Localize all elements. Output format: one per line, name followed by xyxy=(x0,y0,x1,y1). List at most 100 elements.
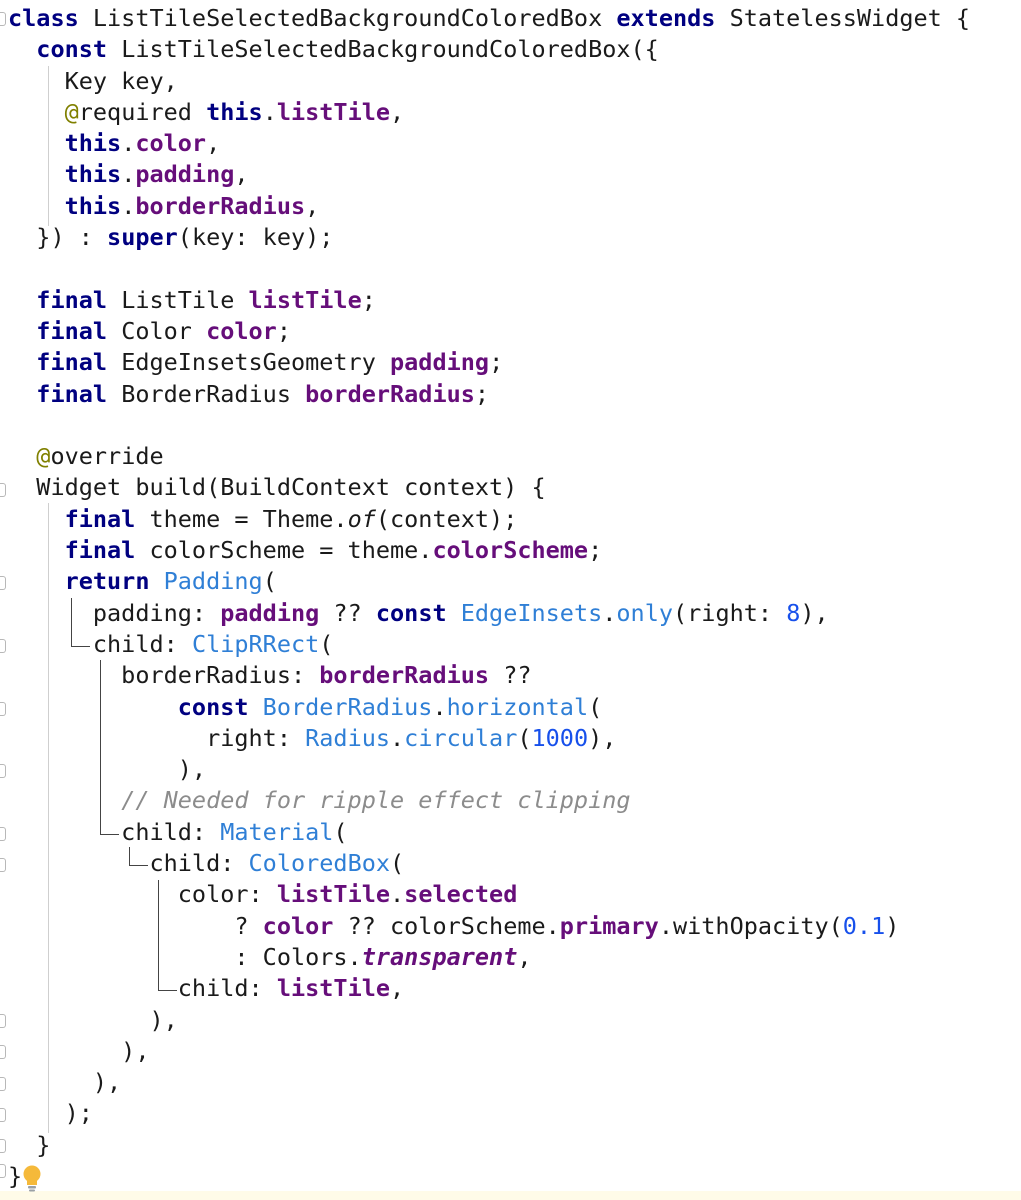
fold-marker[interactable] xyxy=(0,827,6,841)
fold-marker[interactable] xyxy=(0,858,6,872)
code-line[interactable]: final theme = Theme.of(context); xyxy=(8,504,970,535)
code-line[interactable]: final BorderRadius borderRadius; xyxy=(8,379,970,410)
fold-marker[interactable] xyxy=(0,1014,6,1028)
code-line[interactable]: child: Material( xyxy=(8,817,970,848)
fold-marker[interactable] xyxy=(0,639,6,653)
code-token: : Colors. xyxy=(8,942,362,971)
code-line[interactable]: child: listTile, xyxy=(8,973,970,1004)
code-line[interactable] xyxy=(8,410,970,441)
code-line[interactable]: final ListTile listTile; xyxy=(8,285,970,316)
code-token xyxy=(8,98,65,126)
code-token: Widget build(BuildContext context) { xyxy=(8,473,546,502)
code-line[interactable]: : Colors.transparent, xyxy=(8,942,970,973)
code-token xyxy=(8,693,178,721)
code-text[interactable]: class ListTileSelectedBackgroundColoredB… xyxy=(8,3,970,1192)
fold-marker[interactable] xyxy=(0,483,6,497)
code-token: . xyxy=(432,692,447,721)
code-line[interactable]: this.color, xyxy=(8,128,970,159)
code-line[interactable]: @required this.listTile, xyxy=(8,97,970,128)
fold-marker[interactable] xyxy=(0,1045,6,1059)
code-line[interactable]: // Needed for ripple effect clipping xyxy=(8,785,970,816)
code-line[interactable]: borderRadius: borderRadius ?? xyxy=(8,660,970,691)
code-token: BorderRadius xyxy=(262,692,433,721)
code-line[interactable]: this.borderRadius, xyxy=(8,191,970,222)
code-line[interactable]: ), xyxy=(8,754,970,785)
code-line[interactable]: padding: padding ?? const EdgeInsets.onl… xyxy=(8,598,970,629)
code-token: ( xyxy=(333,817,348,846)
fold-marker[interactable] xyxy=(0,1139,6,1153)
code-line[interactable]: ), xyxy=(8,1067,970,1098)
code-line[interactable]: const ListTileSelectedBackgroundColoredB… xyxy=(8,34,970,65)
code-token xyxy=(8,35,36,63)
code-token xyxy=(8,129,65,157)
code-line[interactable]: child: ColoredBox( xyxy=(8,848,970,879)
code-line[interactable]: right: Radius.circular(1000), xyxy=(8,723,970,754)
code-line[interactable]: ), xyxy=(8,1036,970,1067)
code-token: EdgeInsets xyxy=(460,598,603,627)
fold-marker[interactable] xyxy=(0,764,6,778)
code-line[interactable]: child: ClipRRect( xyxy=(8,629,970,660)
code-token: borderRadius xyxy=(135,191,306,220)
code-token xyxy=(8,192,65,220)
code-token: listTile xyxy=(248,285,362,314)
code-line[interactable]: }) : super(key: key); xyxy=(8,222,970,253)
code-line[interactable]: @override xyxy=(8,441,970,472)
fold-marker[interactable] xyxy=(0,1108,6,1122)
fold-marker[interactable] xyxy=(0,12,6,26)
code-line[interactable] xyxy=(8,253,970,284)
code-token: 8 xyxy=(786,598,801,627)
code-token: . xyxy=(390,880,405,909)
code-token: . xyxy=(121,129,136,158)
code-token: required xyxy=(78,97,207,126)
code-token: this xyxy=(64,191,122,220)
fold-marker[interactable] xyxy=(0,1164,6,1178)
code-token: theme = Theme. xyxy=(149,504,348,533)
code-token: } xyxy=(8,1130,51,1159)
code-line[interactable]: } xyxy=(8,1161,970,1192)
code-line[interactable]: final EdgeInsetsGeometry padding; xyxy=(8,347,970,378)
code-token: , xyxy=(305,191,320,220)
code-token: ) xyxy=(885,911,900,940)
code-token: this xyxy=(64,129,122,158)
code-line[interactable]: ? color ?? colorScheme.primary.withOpaci… xyxy=(8,911,970,942)
lightbulb-icon[interactable] xyxy=(22,1164,42,1194)
code-token: const xyxy=(36,35,122,64)
code-token: primary xyxy=(559,911,659,940)
fold-marker[interactable] xyxy=(0,1077,6,1091)
code-line[interactable]: final colorScheme = theme.colorScheme; xyxy=(8,535,970,566)
code-token: StatelessWidget { xyxy=(729,4,971,32)
code-line[interactable]: color: listTile.selected xyxy=(8,879,970,910)
code-token: ListTileSelectedBackgroundColoredBox({ xyxy=(121,35,659,64)
code-line[interactable]: class ListTileSelectedBackgroundColoredB… xyxy=(8,3,970,34)
code-token: padding xyxy=(390,348,490,377)
code-line[interactable]: const BorderRadius.horizontal( xyxy=(8,692,970,723)
code-token: final xyxy=(36,348,122,377)
code-line[interactable]: final Color color; xyxy=(8,316,970,347)
code-token: final xyxy=(36,285,122,314)
fold-marker[interactable] xyxy=(0,702,6,716)
code-token xyxy=(8,505,65,533)
code-token: class xyxy=(8,4,93,32)
code-token: borderRadius xyxy=(319,661,504,690)
code-line[interactable]: this.padding, xyxy=(8,159,970,190)
code-token: @ xyxy=(36,442,51,471)
code-token: super xyxy=(107,223,178,252)
fold-marker[interactable] xyxy=(0,576,6,590)
code-line[interactable]: ); xyxy=(8,1098,970,1129)
code-line[interactable]: } xyxy=(8,1130,970,1161)
code-token: child: xyxy=(8,849,249,878)
code-token: final xyxy=(64,504,150,533)
code-token: ( xyxy=(517,723,532,752)
code-token: 1000 xyxy=(531,723,589,752)
code-token: ), xyxy=(8,1005,178,1034)
code-line[interactable]: Key key, xyxy=(8,66,970,97)
code-line[interactable]: return Padding( xyxy=(8,566,970,597)
code-token: . xyxy=(262,97,277,126)
code-token xyxy=(8,348,36,376)
code-token: child: xyxy=(8,629,192,658)
code-line[interactable]: ), xyxy=(8,1005,970,1036)
code-token: . xyxy=(390,723,405,752)
code-line[interactable]: Widget build(BuildContext context) { xyxy=(8,472,970,503)
code-token: right: xyxy=(8,723,306,752)
